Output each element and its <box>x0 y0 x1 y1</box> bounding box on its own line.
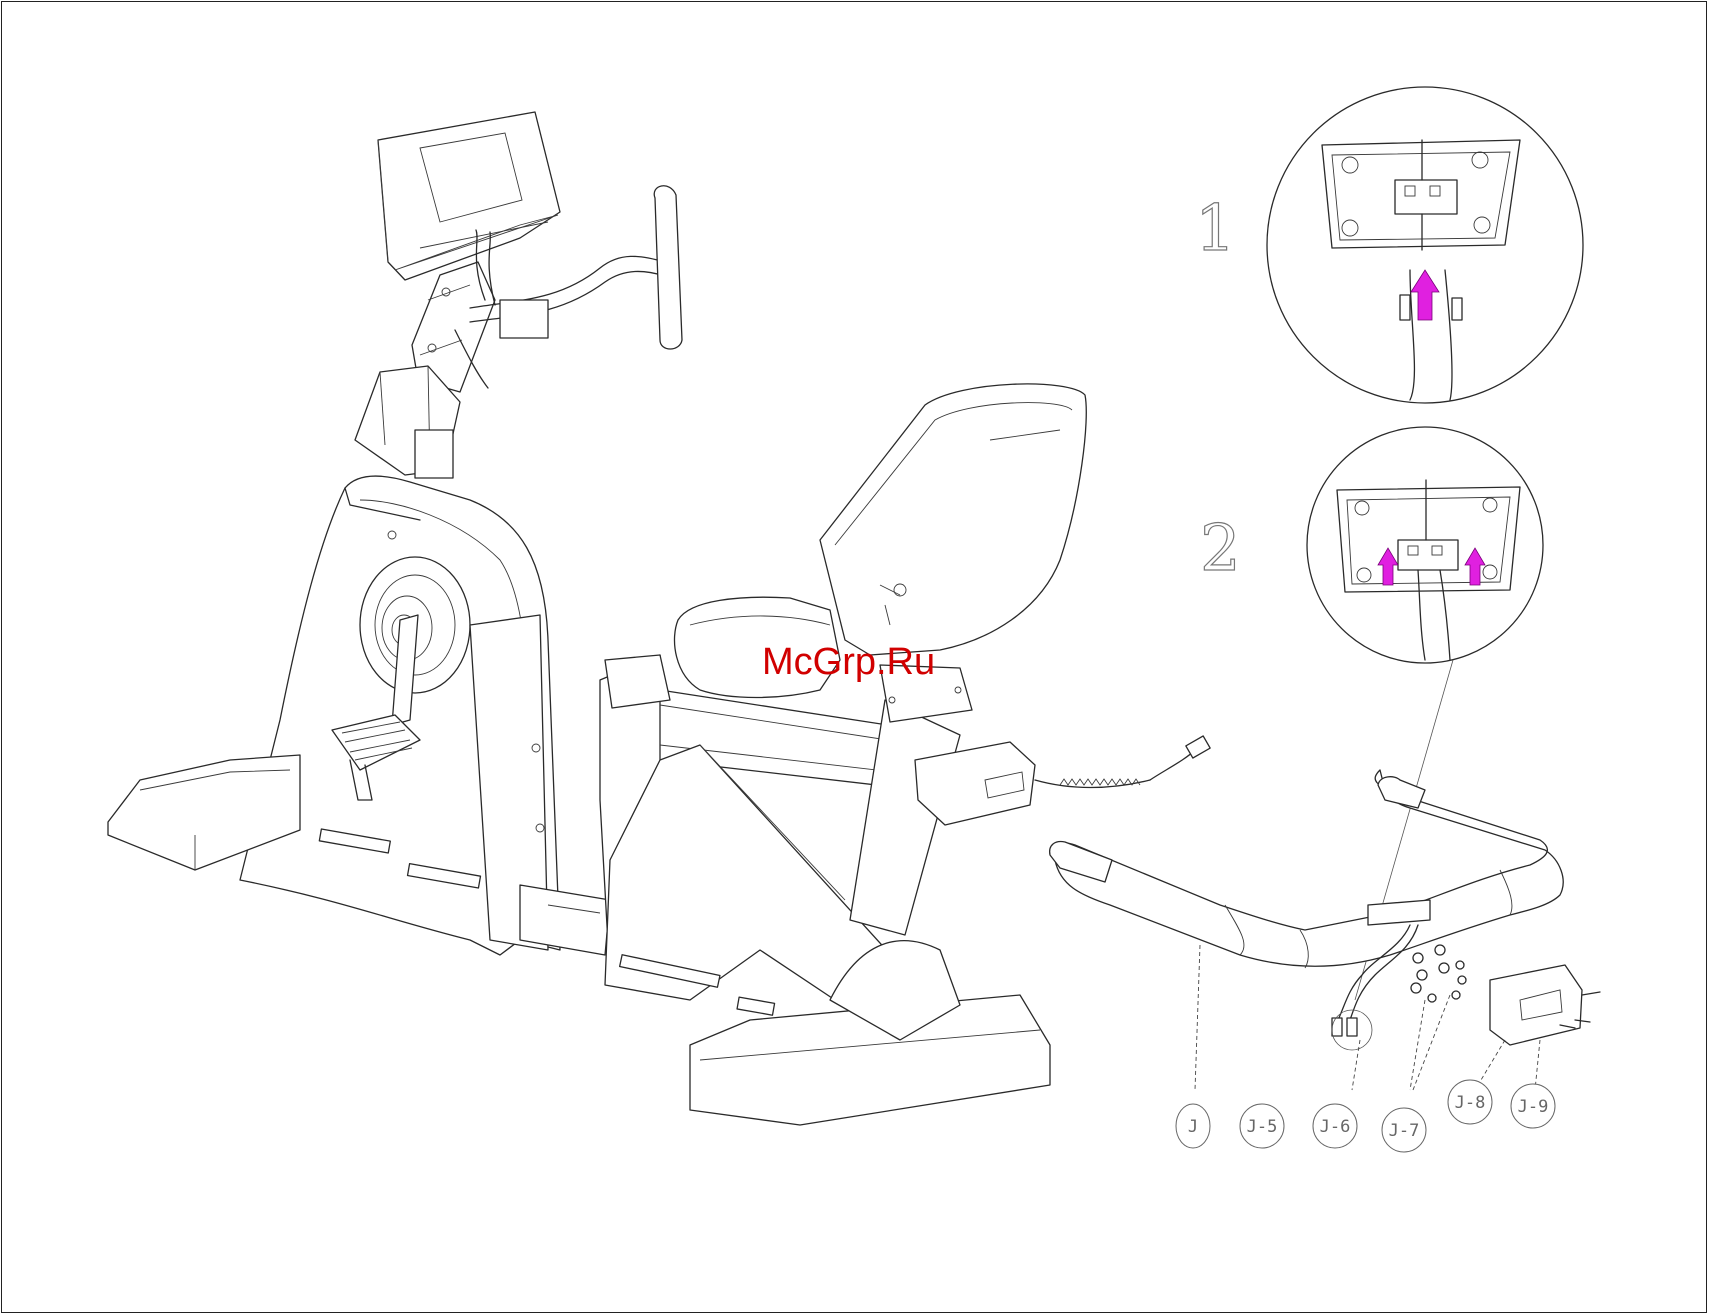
step-1-label: 1 <box>1195 192 1236 266</box>
callout-j: J <box>1176 1104 1210 1148</box>
front-column <box>108 476 560 955</box>
svg-text:J-7: J-7 <box>1389 1121 1420 1141</box>
svg-text:J-6: J-6 <box>1320 1117 1351 1137</box>
handlebar-assembly-j <box>1050 770 1564 1090</box>
step-2-label: 2 <box>1200 512 1241 586</box>
console <box>378 112 560 280</box>
callout-j-9: J-9 <box>1511 1084 1555 1128</box>
svg-text:J-5: J-5 <box>1247 1117 1278 1137</box>
callout-j-8: J-8 <box>1448 1080 1492 1124</box>
detail-circle-step-1 <box>1267 87 1583 403</box>
coiled-cable <box>1035 736 1210 788</box>
rear-frame <box>600 655 1050 1125</box>
callout-j-5: J-5 <box>1240 1104 1284 1148</box>
svg-text:J-9: J-9 <box>1518 1097 1549 1117</box>
console-mast <box>355 262 495 478</box>
watermark-text: McGrp.Ru <box>762 641 935 683</box>
hardware-parts <box>1352 945 1600 1090</box>
callout-j-6: J-6 <box>1313 1104 1357 1148</box>
svg-text:J-8: J-8 <box>1455 1093 1486 1113</box>
callout-j-7: J-7 <box>1382 1108 1426 1152</box>
recumbent-bike <box>108 112 1210 1125</box>
step-labels: 1 2 <box>1195 192 1241 586</box>
callout-labels: J J-5 J-6 J-7 J-8 J-9 <box>1176 1080 1555 1152</box>
svg-text:J: J <box>1188 1117 1198 1137</box>
